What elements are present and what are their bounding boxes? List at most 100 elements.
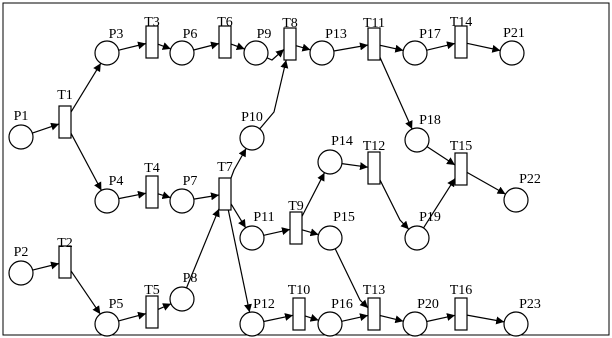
arc-t16-p23 xyxy=(466,314,505,325)
place-p9 xyxy=(243,40,269,66)
transition-t15 xyxy=(454,152,468,186)
transition-label-t1: T1 xyxy=(57,88,73,103)
transition-t8 xyxy=(283,27,297,61)
place-label-p7: P7 xyxy=(183,174,198,189)
place-p4 xyxy=(94,188,120,214)
arc-t13-p20 xyxy=(379,314,404,324)
arc-p12-t10 xyxy=(263,313,294,323)
arc-p3-t3 xyxy=(118,41,147,51)
transition-t3 xyxy=(145,25,159,59)
arc-p10-t8 xyxy=(259,59,289,130)
transition-t1 xyxy=(58,105,72,139)
transition-label-t13: T13 xyxy=(363,283,386,298)
place-p15 xyxy=(317,225,343,251)
place-p1 xyxy=(8,124,34,150)
labels-layer: P1P2P3P4P5P6P7P8P9P10P11P12P13P14P15P16P… xyxy=(14,15,541,312)
transition-label-t7: T7 xyxy=(217,160,233,175)
transition-label-t9: T9 xyxy=(288,199,304,214)
transition-label-t6: T6 xyxy=(217,15,233,30)
place-label-p9: P9 xyxy=(257,27,272,42)
place-p12 xyxy=(239,311,265,337)
arc-t3-p6 xyxy=(157,42,171,50)
place-p17 xyxy=(402,40,428,66)
place-label-p13: P13 xyxy=(325,27,347,42)
place-label-p19: P19 xyxy=(419,210,441,225)
place-p18 xyxy=(404,127,430,153)
place-label-p22: P22 xyxy=(519,172,541,187)
arc-p13-t11 xyxy=(333,42,369,52)
arc-t7-p12 xyxy=(227,209,252,313)
place-label-p21: P21 xyxy=(503,26,525,41)
place-p6 xyxy=(169,40,195,66)
arc-p1-t1 xyxy=(32,122,60,134)
arc-t11-p17 xyxy=(379,44,404,53)
transition-t16 xyxy=(454,297,468,331)
transition-label-t15: T15 xyxy=(450,139,473,154)
place-label-p15: P15 xyxy=(333,210,355,225)
arc-p18-t15 xyxy=(426,146,456,166)
place-label-p8: P8 xyxy=(183,271,198,286)
place-label-p6: P6 xyxy=(183,27,198,42)
place-label-p2: P2 xyxy=(14,245,29,260)
transition-t11 xyxy=(367,27,381,61)
arc-p9-t8 xyxy=(266,48,285,61)
transition-label-t5: T5 xyxy=(144,283,160,298)
nodes-layer xyxy=(8,25,529,337)
arc-p15-t13 xyxy=(334,248,369,309)
arc-t9-p14 xyxy=(301,172,326,217)
arc-t14-p21 xyxy=(466,42,501,53)
place-p14 xyxy=(317,149,343,175)
place-p19 xyxy=(404,225,430,251)
place-p16 xyxy=(317,311,343,337)
place-label-p11: P11 xyxy=(253,210,274,225)
arc-p2-t2 xyxy=(32,261,60,271)
arc-p19-t15 xyxy=(422,178,456,229)
arc-t7-p11 xyxy=(230,203,247,229)
transition-label-t11: T11 xyxy=(363,16,385,31)
arc-t8-p13 xyxy=(295,43,311,52)
place-p8 xyxy=(169,286,195,312)
place-label-p17: P17 xyxy=(419,27,441,42)
arc-t9-p15 xyxy=(301,228,319,237)
arc-p4-t4 xyxy=(118,190,147,200)
transition-t7 xyxy=(218,177,232,211)
transition-label-t3: T3 xyxy=(144,15,160,30)
arc-t1-p4 xyxy=(70,133,102,191)
place-label-p18: P18 xyxy=(419,113,441,128)
arc-p8-t7 xyxy=(185,208,220,289)
transition-label-t4: T4 xyxy=(144,161,160,176)
place-label-p16: P16 xyxy=(331,297,353,312)
arc-t12-p19 xyxy=(379,179,410,230)
arc-t6-p9 xyxy=(230,42,245,51)
arc-t2-p5 xyxy=(70,270,101,315)
place-label-p12: P12 xyxy=(253,297,275,312)
place-label-p4: P4 xyxy=(109,174,124,189)
transition-t12 xyxy=(367,151,381,185)
transition-t10 xyxy=(292,297,306,331)
arc-t10-p16 xyxy=(304,314,319,322)
arc-p20-t16 xyxy=(426,313,456,323)
transition-t4 xyxy=(145,175,159,209)
transition-t5 xyxy=(145,295,159,329)
transition-label-t8: T8 xyxy=(282,16,298,31)
arc-t5-p8 xyxy=(157,303,172,311)
arc-p5-t5 xyxy=(118,311,147,322)
place-p2 xyxy=(8,260,34,286)
arc-p14-t12 xyxy=(341,162,369,171)
place-p11 xyxy=(239,225,265,251)
transition-t9 xyxy=(289,211,303,245)
arc-p7-t7 xyxy=(193,192,220,201)
transition-label-t16: T16 xyxy=(450,283,473,298)
arc-t7-p10 xyxy=(230,148,247,179)
transition-label-t12: T12 xyxy=(363,139,386,154)
arc-p6-t6 xyxy=(193,41,220,51)
arcs-layer xyxy=(32,41,506,325)
place-p23 xyxy=(503,311,529,337)
transition-label-t14: T14 xyxy=(450,15,473,30)
place-p21 xyxy=(499,40,525,66)
place-p20 xyxy=(402,311,428,337)
place-label-p1: P1 xyxy=(14,109,29,124)
transition-label-t10: T10 xyxy=(288,283,311,298)
